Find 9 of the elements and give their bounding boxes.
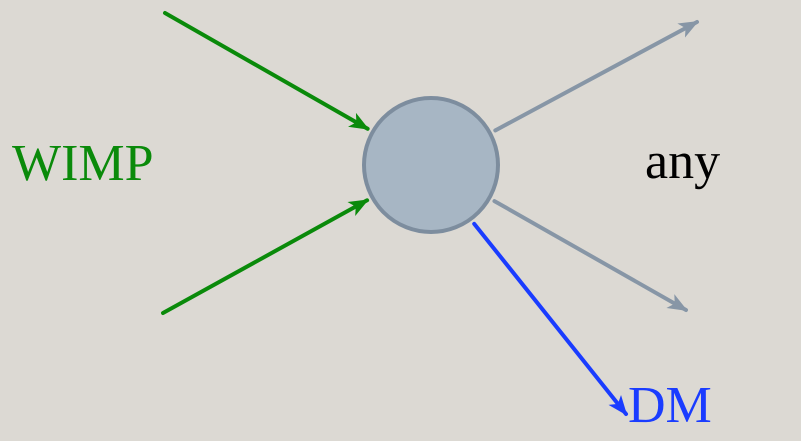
node-label: DM [628, 378, 790, 434]
arrow [472, 222, 628, 416]
circle-node [361, 95, 501, 235]
arrow [492, 199, 688, 312]
text-label: any [645, 136, 720, 188]
arrow [163, 11, 370, 131]
arrow [493, 20, 699, 132]
arrow [161, 198, 370, 315]
text-label: WIMP [12, 138, 154, 190]
